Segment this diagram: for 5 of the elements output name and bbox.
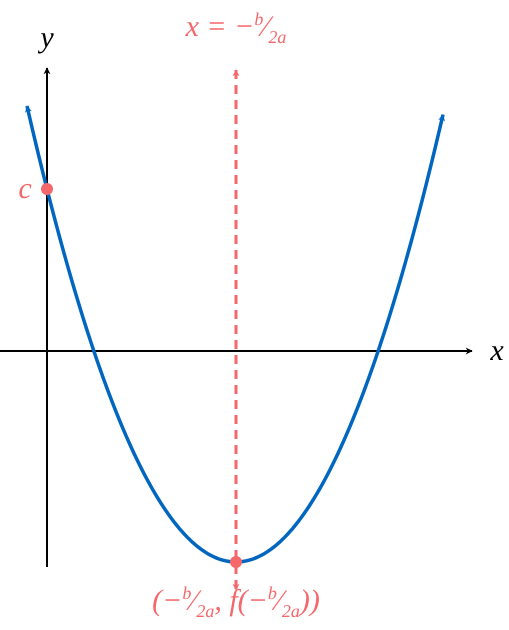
math-label: x = −$^{b}$⁄$_{2a}$ bbox=[186, 10, 286, 46]
math-label: (−$^{b}$⁄$_{2a}$, f(−$^{b}$⁄$_{2a}$)) bbox=[152, 584, 320, 620]
math-label: y bbox=[40, 23, 54, 53]
math-label: c bbox=[18, 174, 32, 204]
math-label: x bbox=[490, 336, 504, 366]
